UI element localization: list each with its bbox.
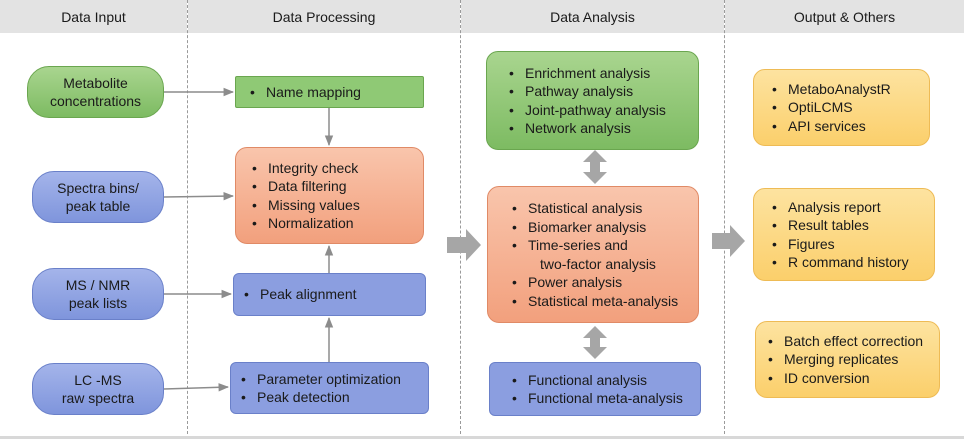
arrow-input4-to-lcms [163, 383, 230, 392]
analysis-item: Joint-pathway analysis [507, 101, 666, 120]
process-item: Missing values [250, 196, 360, 215]
column-divider [724, 0, 725, 439]
output-item: R command history [770, 253, 909, 272]
input-line: Spectra bins/ [57, 180, 139, 196]
input-line: MS / NMR [65, 277, 131, 293]
process-item: Integrity check [250, 159, 360, 178]
process-lcms-box: Parameter optimization Peak detection [230, 362, 429, 414]
output-item: MetaboAnalystR [770, 80, 891, 99]
header-output-others: Output & Others [725, 0, 964, 33]
bottom-border [0, 436, 964, 439]
header-label: Data Analysis [550, 9, 635, 25]
output-item: ID conversion [766, 369, 923, 388]
output-reports-box: Analysis report Result tables Figures R … [753, 188, 935, 281]
analysis-item: Power analysis [510, 273, 678, 292]
double-arrow-statistical-functional [583, 326, 607, 359]
analysis-item: Network analysis [507, 119, 666, 138]
header-data-input: Data Input [0, 0, 187, 33]
input-line: concentrations [49, 93, 142, 109]
input-spectra-bins: Spectra bins/peak table [32, 171, 164, 223]
analysis-item-continuation: two-factor analysis [540, 255, 656, 272]
output-item: OptiLCMS [770, 98, 891, 117]
header-data-processing: Data Processing [188, 0, 460, 33]
output-item: Figures [770, 235, 909, 254]
analysis-item: Functional analysis [510, 371, 683, 390]
column-divider [187, 0, 188, 439]
arrow-input2-to-integrity [163, 191, 235, 201]
double-arrow-enrichment-statistical [583, 150, 607, 184]
header-label: Data Processing [272, 9, 376, 25]
big-arrow-analysis-to-output [712, 225, 745, 257]
analysis-item: Enrichment analysis [507, 64, 666, 83]
process-item: Parameter optimization [239, 370, 401, 389]
input-ms-nmr-peak-lists: MS / NMR peak lists [32, 268, 164, 320]
analysis-item: Biomarker analysis [510, 218, 678, 237]
process-item: Name mapping [248, 83, 361, 102]
output-item: Result tables [770, 216, 909, 235]
input-line: peak table [65, 198, 131, 214]
analysis-item: Statistical analysis [510, 199, 678, 218]
analysis-statistical-box: Statistical analysis Biomarker analysis … [487, 186, 699, 323]
output-tools-box: MetaboAnalystR OptiLCMS API services [753, 69, 930, 146]
analysis-item: Time-series and [510, 236, 678, 255]
output-utilities-box: Batch effect correction Merging replicat… [755, 321, 940, 398]
output-item: Batch effect correction [766, 332, 923, 351]
input-line: LC -MS [74, 372, 122, 388]
process-item: Peak detection [239, 388, 401, 407]
process-item: Peak alignment [242, 285, 357, 304]
process-item: Normalization [250, 214, 360, 233]
analysis-functional-box: Functional analysis Functional meta-anal… [489, 362, 701, 416]
input-line: peak lists [68, 295, 128, 311]
analysis-item: Functional meta-analysis [510, 389, 683, 408]
process-peak-alignment: Peak alignment [233, 273, 426, 316]
column-divider [460, 0, 461, 439]
process-name-mapping: Name mapping [235, 76, 424, 108]
analysis-enrichment-box: Enrichment analysis Pathway analysis Joi… [486, 51, 699, 150]
analysis-item: Statistical meta-analysis [510, 292, 678, 311]
analysis-item: Pathway analysis [507, 82, 666, 101]
input-line: raw spectra [61, 390, 135, 406]
input-line: Metabolite [63, 75, 128, 91]
output-item: API services [770, 117, 891, 136]
process-item: Data filtering [250, 177, 360, 196]
output-item: Merging replicates [766, 350, 923, 369]
header-label: Output & Others [793, 9, 896, 25]
big-arrow-processing-to-analysis [447, 229, 481, 261]
process-integrity-box: Integrity check Data filtering Missing v… [235, 147, 424, 244]
output-item: Analysis report [770, 198, 909, 217]
header-data-analysis: Data Analysis [461, 0, 724, 33]
input-metabolite-concentrations: Metabolite concentrations [27, 66, 164, 118]
input-lcms-raw-spectra: LC -MS raw spectra [32, 363, 164, 415]
header-label: Data Input [61, 9, 126, 25]
